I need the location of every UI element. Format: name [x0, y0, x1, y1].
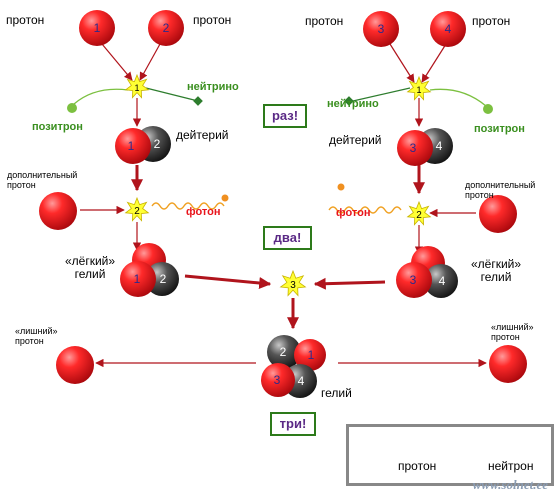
label-neutrino-right: нейтрино [327, 98, 379, 110]
positron-curve-left [73, 88, 129, 105]
label-light-helium-right: «лёгкий» гелий [470, 257, 522, 284]
legend-neutron-label: нейтрон [488, 459, 534, 473]
legend-proton-label: протон [398, 459, 437, 473]
photon-emission [151, 202, 402, 214]
watermark: www.solnet.ee [472, 477, 548, 492]
label-deuterium-right: дейтерий [329, 133, 382, 147]
num-d-right-n: 4 [436, 139, 443, 153]
label-positron-left: позитрон [32, 121, 83, 133]
label-light-helium-left: «лёгкий» гелий [64, 254, 116, 281]
label-proton-1: протон [6, 13, 45, 27]
helium-proton-1 [294, 339, 326, 371]
step-two-box: два! [263, 226, 312, 250]
arrow-p2-star1 [139, 43, 161, 81]
neutrino-marker-right [344, 96, 354, 106]
reaction-arrows [80, 43, 487, 368]
num-star1-right: 1 [416, 85, 421, 95]
legend-box [346, 424, 554, 486]
leftover-proton-left [56, 346, 94, 384]
deuterium-left-proton [115, 128, 151, 164]
label-positron-right: позитрон [474, 123, 525, 135]
positron-dot-left [67, 103, 77, 113]
reaction-stars [124, 73, 432, 297]
photon-wave-left [151, 202, 225, 210]
extra-proton-left [39, 192, 77, 230]
neutrino-marker-left [193, 96, 203, 106]
num-d-left-n: 2 [154, 137, 161, 151]
num-d-left-p: 1 [128, 139, 135, 153]
photon-dot-right [337, 183, 345, 191]
num-he-n2: 2 [280, 345, 287, 359]
label-photon-left: фотон [186, 206, 221, 218]
light-helium-left-proton [120, 261, 156, 297]
proton-1 [79, 10, 115, 46]
num-p3: 3 [378, 22, 385, 36]
label-extra-proton-left: дополнительный протон [7, 170, 78, 190]
deuterium-right-proton [397, 130, 433, 166]
label-helium: гелий [321, 386, 352, 400]
arrow-p1-star1 [101, 43, 133, 81]
num-p2: 2 [163, 21, 170, 35]
star-2-left [124, 196, 150, 222]
neutrino-emission [145, 87, 411, 106]
arrow-helium-star3-right [313, 277, 386, 290]
photon-dot-left [221, 194, 229, 202]
star-1-right [406, 75, 432, 101]
label-proton-4: протон [472, 14, 511, 28]
label-extra-proton-right: дополнительный протон [465, 180, 536, 200]
leftover-proton-right [489, 345, 527, 383]
arrow-p4-star1 [421, 43, 447, 83]
step-three-box: три! [270, 412, 316, 436]
num-p1: 1 [94, 21, 101, 35]
star-2-right [406, 200, 432, 226]
neutrino-line-right [352, 87, 411, 102]
num-lh-right-p: 3 [410, 273, 417, 287]
light-helium-right-proton [396, 262, 432, 298]
num-star1-left: 1 [134, 83, 139, 93]
proton-4 [430, 11, 466, 47]
extra-proton-right [479, 195, 517, 233]
proton-3 [363, 11, 399, 47]
label-neutrino-left: нейтрино [187, 81, 239, 93]
star-3 [279, 269, 307, 297]
label-leftover-proton-left: «лишний» протон [15, 326, 58, 346]
step-one-box: раз! [263, 104, 307, 128]
thick-arrows [131, 165, 425, 330]
num-d-right-p: 3 [410, 141, 417, 155]
label-proton-2: протон [193, 13, 232, 27]
label-deuterium-left: дейтерий [176, 128, 229, 142]
neutrino-line-left [145, 87, 199, 102]
helium-proton-3 [261, 363, 295, 397]
positron-dots [67, 103, 493, 114]
num-star2-right: 2 [416, 210, 422, 221]
positron-curve-right [429, 88, 487, 107]
proton-2 [148, 10, 184, 46]
num-he-p3: 3 [274, 373, 281, 387]
num-lh-left-n: 2 [160, 272, 167, 286]
num-he-p1: 1 [308, 348, 315, 362]
num-lh-right-n: 4 [439, 274, 446, 288]
label-photon-right: фотон [336, 207, 371, 219]
photon-dots [221, 183, 345, 202]
label-leftover-proton-right: «лишний» протон [491, 322, 534, 342]
photon-wave-right [328, 206, 402, 214]
star-1-left [124, 73, 150, 99]
num-he-n4: 4 [298, 374, 305, 388]
arrow-p3-star1 [389, 43, 415, 83]
num-star2-left: 2 [134, 206, 140, 217]
arrow-helium-star3-left [184, 274, 272, 289]
positron-emission [73, 88, 487, 107]
particle-numbers: 1 2 3 4 1 1 2 2 3 1 2 3 4 1 2 3 4 2 1 3 … [94, 21, 452, 388]
positron-dot-right [483, 104, 493, 114]
num-star3: 3 [290, 280, 296, 291]
num-p4: 4 [445, 22, 452, 36]
num-lh-left-p: 1 [134, 272, 141, 286]
light-helium-right-neutron [424, 264, 458, 298]
label-proton-3: протон [305, 14, 344, 28]
helium-neutron-2 [267, 335, 301, 369]
